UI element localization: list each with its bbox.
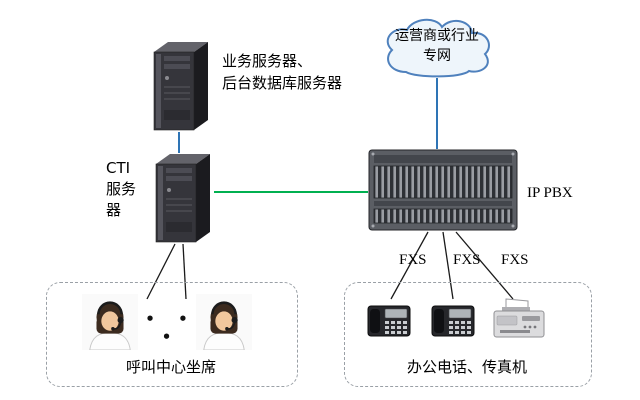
agents-ellipsis: • • •: [145, 310, 197, 346]
agent2-icon: [196, 294, 252, 350]
cloud-icon: [386, 18, 490, 78]
cti-server-label: CTI 服务 器: [106, 159, 137, 219]
office-label: 办公电话、传真机: [406, 358, 527, 376]
agent1-icon: [82, 294, 138, 350]
office-group: [344, 282, 592, 387]
app-server-label: 业务服务器、 后台数据库服务器: [222, 50, 392, 94]
fxs-label-1: FXS: [399, 252, 427, 268]
app-server-label-line2: 后台数据库服务器: [222, 74, 343, 92]
fax-icon: [493, 298, 545, 338]
call-center-group: [46, 282, 298, 387]
phone2-icon: [431, 305, 475, 337]
phone1-icon: [367, 305, 411, 337]
call-center-label: 呼叫中心坐席: [125, 358, 216, 376]
fxs-label-3: FXS: [501, 252, 529, 268]
cti-server-icon: [155, 154, 210, 243]
ip-pbx-label: IP PBX: [527, 185, 573, 201]
app-server-icon: [153, 42, 208, 131]
app-server-label-line1: 业务服务器、: [222, 52, 313, 70]
cloud-label: 运营商或行业专网: [395, 28, 479, 64]
fxs-label-2: FXS: [453, 252, 481, 268]
ip-pbx-icon: [368, 149, 518, 231]
